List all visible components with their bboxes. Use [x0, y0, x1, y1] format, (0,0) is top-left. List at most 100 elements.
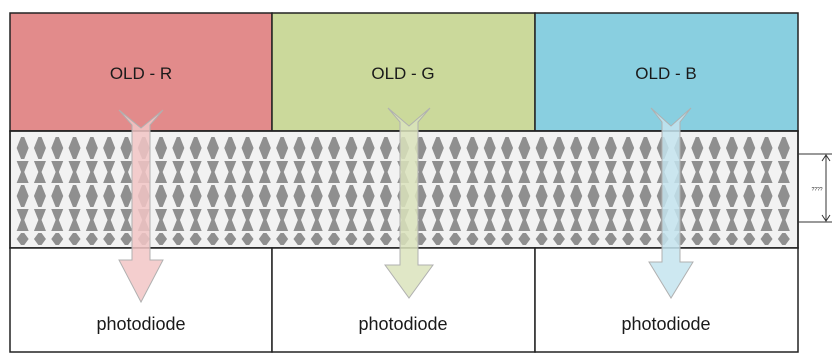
fiber-element — [777, 209, 790, 231]
fiber-element — [622, 161, 635, 183]
fiber-element — [622, 137, 635, 159]
fiber-element — [449, 161, 462, 183]
fiber-element — [68, 209, 81, 231]
thickness-label: ???? — [811, 187, 822, 193]
fiber-element — [604, 137, 617, 159]
fiber-element — [68, 161, 81, 183]
fiber-element — [345, 209, 358, 231]
fiber-element — [258, 233, 271, 245]
fiber-element — [743, 209, 756, 231]
fiber-element — [16, 161, 29, 183]
fiber-element — [206, 185, 219, 207]
fiber-element — [276, 185, 289, 207]
fiber-element — [33, 233, 46, 245]
fiber-element — [362, 161, 375, 183]
fiber-element — [777, 185, 790, 207]
fiber-element — [743, 185, 756, 207]
fiber-element — [85, 185, 98, 207]
fiber-element — [276, 137, 289, 159]
fiber-element — [16, 185, 29, 207]
fiber-element — [535, 137, 548, 159]
fiber-element — [587, 209, 600, 231]
fiber-element — [743, 233, 756, 245]
fiber-element — [708, 161, 721, 183]
fiber-element — [501, 233, 514, 245]
fiber-element — [518, 161, 531, 183]
fiber-element — [743, 137, 756, 159]
fiber-element — [501, 137, 514, 159]
fiber-element — [258, 137, 271, 159]
fiber-element — [103, 161, 116, 183]
fiber-element — [85, 233, 98, 245]
fiber-element — [68, 137, 81, 159]
fiber-element — [622, 185, 635, 207]
fiber-element — [777, 233, 790, 245]
fiber-element — [604, 233, 617, 245]
oled-label-blue: OLD - B — [635, 64, 696, 83]
fiber-element — [518, 137, 531, 159]
fiber-element — [241, 233, 254, 245]
fiber-element — [33, 137, 46, 159]
fiber-element — [362, 137, 375, 159]
fiber-element — [51, 161, 64, 183]
fiber-element — [570, 137, 583, 159]
fiber-element — [483, 209, 496, 231]
fiber-element — [345, 137, 358, 159]
fiber-element — [120, 137, 133, 159]
fiber-element — [241, 161, 254, 183]
fiber-pattern — [16, 137, 790, 245]
fiber-element — [33, 185, 46, 207]
fiber-element — [345, 161, 358, 183]
fiber-element — [310, 185, 323, 207]
fiber-element — [570, 209, 583, 231]
fiber-element — [708, 185, 721, 207]
fiber-element — [622, 209, 635, 231]
fiber-element — [431, 185, 444, 207]
fiber-element — [172, 137, 185, 159]
fiber-element — [16, 209, 29, 231]
fiber-element — [206, 161, 219, 183]
fiber-element — [68, 185, 81, 207]
fiber-element — [345, 185, 358, 207]
fiber-element — [224, 161, 237, 183]
fiber-element — [155, 233, 168, 245]
light-arrow-green — [384, 107, 434, 299]
fiber-element — [466, 209, 479, 231]
fiber-element — [691, 209, 704, 231]
fiber-element — [33, 161, 46, 183]
fiber-element — [328, 233, 341, 245]
fiber-element — [725, 185, 738, 207]
fiber-element — [172, 233, 185, 245]
oled-label-red: OLD - R — [110, 64, 172, 83]
fiber-element — [518, 233, 531, 245]
fiber-element — [760, 161, 773, 183]
fiber-element — [483, 161, 496, 183]
fiber-element — [691, 137, 704, 159]
fiber-element — [760, 185, 773, 207]
fiber-element — [777, 137, 790, 159]
fiber-element — [155, 161, 168, 183]
fiber-element — [276, 161, 289, 183]
fiber-element — [172, 185, 185, 207]
fiber-element — [293, 137, 306, 159]
fiber-element — [743, 161, 756, 183]
fiber-element — [379, 137, 392, 159]
fiber-element — [85, 161, 98, 183]
fiber-element — [587, 233, 600, 245]
fiber-element — [189, 137, 202, 159]
fiber-element — [345, 233, 358, 245]
fiber-element — [362, 209, 375, 231]
oled-label-green: OLD - G — [371, 64, 434, 83]
thickness-dimension — [798, 153, 832, 223]
fiber-element — [120, 161, 133, 183]
fiber-element — [206, 209, 219, 231]
fiber-element — [293, 209, 306, 231]
fiber-element — [33, 209, 46, 231]
fiber-element — [120, 185, 133, 207]
fiber-element — [431, 161, 444, 183]
fiber-element — [483, 185, 496, 207]
fiber-element — [103, 209, 116, 231]
fiber-element — [224, 233, 237, 245]
fiber-element — [103, 185, 116, 207]
fiber-element — [120, 233, 133, 245]
